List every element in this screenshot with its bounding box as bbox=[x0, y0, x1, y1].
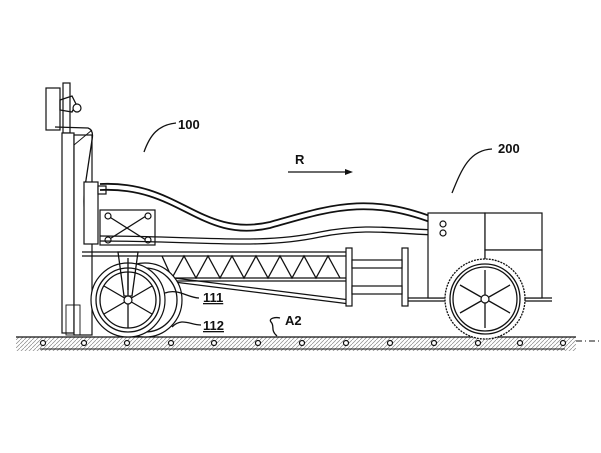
truss-frame bbox=[82, 251, 351, 305]
unit-200-wheel bbox=[444, 258, 526, 340]
label-200: 200 bbox=[498, 141, 520, 156]
label-112: 112 bbox=[203, 318, 224, 333]
unit-100-mast bbox=[45, 82, 107, 336]
label-100: 100 bbox=[178, 117, 200, 132]
leader-lines bbox=[143, 122, 493, 337]
label-a2: A2 bbox=[285, 313, 302, 328]
unit-100-wheels bbox=[90, 251, 183, 338]
label-111: 111 bbox=[203, 290, 223, 305]
label-direction-r: R bbox=[295, 152, 305, 167]
direction-arrow bbox=[288, 169, 353, 175]
unit-100-box bbox=[99, 209, 156, 246]
ground-rail bbox=[16, 336, 600, 351]
rail-bolts bbox=[39, 339, 567, 347]
